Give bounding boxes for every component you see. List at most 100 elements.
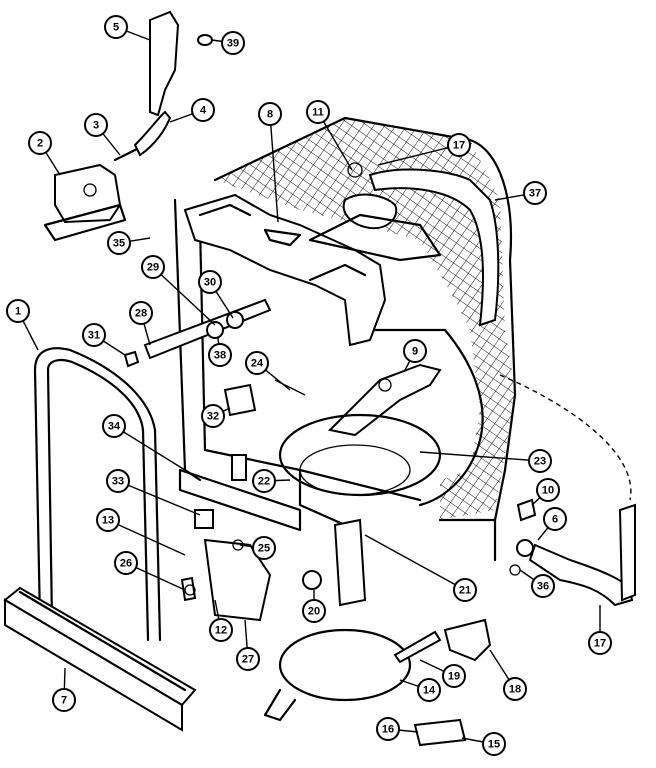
callout-bubble: [543, 507, 567, 531]
callout-number: 13: [102, 515, 114, 527]
callout-15: 15: [482, 732, 506, 756]
callout-23: 23: [528, 449, 552, 473]
callout-36: 36: [531, 574, 555, 598]
callout-bubble: [482, 732, 506, 756]
callout-bubble: [252, 469, 276, 493]
callout-number: 30: [204, 277, 216, 289]
callout-bubble: [245, 351, 269, 375]
callout-4: 4: [191, 98, 215, 122]
kick-plate: [3, 586, 197, 732]
callout-bubble: [106, 469, 130, 493]
callout-bubble: [82, 323, 106, 347]
callout-number: 22: [258, 476, 270, 488]
callout-39: 39: [221, 31, 245, 55]
callout-28: 28: [129, 301, 153, 325]
callout-number: 37: [529, 188, 541, 200]
callout-number: 24: [251, 358, 264, 370]
drain-hose: [499, 374, 636, 607]
callout-number: 31: [88, 330, 100, 342]
callout-number: 33: [112, 476, 124, 488]
callout-24: 24: [245, 351, 269, 375]
callout-32: 32: [201, 404, 225, 428]
lower-spray-arm: [278, 363, 442, 497]
callout-bubble: [403, 339, 427, 363]
callout-number: 10: [542, 485, 554, 497]
callout-2: 2: [28, 131, 52, 155]
callout-bubble: [208, 343, 232, 367]
callout-number: 12: [215, 625, 227, 637]
callout-1: 1: [6, 299, 30, 323]
callout-number: 17: [594, 638, 606, 650]
callout-21: 21: [453, 578, 477, 602]
callout-38: 38: [208, 343, 232, 367]
callout-number: 26: [120, 558, 132, 570]
callout-33: 33: [106, 469, 130, 493]
callout-number: 7: [61, 695, 67, 707]
callout-31: 31: [82, 323, 106, 347]
callout-bubble: [114, 551, 138, 575]
callout-number: 1: [15, 306, 21, 318]
callout-leader: [269, 113, 279, 223]
front-bracket: [178, 468, 302, 622]
callout-leader: [152, 266, 216, 326]
callout-bubble: [302, 599, 326, 623]
callout-bubble: [201, 404, 225, 428]
callout-22: 22: [252, 469, 276, 493]
callout-bubble: [306, 100, 330, 124]
callout-number: 20: [308, 606, 320, 618]
callout-bubble: [258, 102, 282, 126]
callout-bubble: [252, 536, 276, 560]
callout-bubble: [104, 15, 128, 39]
callout-number: 2: [37, 138, 43, 150]
callout-5: 5: [104, 15, 128, 39]
callout-bubble: [102, 414, 126, 438]
inlet-valve-assembly: [43, 10, 213, 242]
callout-leader: [419, 451, 541, 462]
callout-14: 14: [417, 678, 441, 702]
callout-number: 9: [412, 346, 418, 358]
callout-number: 3: [93, 120, 99, 132]
callout-26: 26: [114, 551, 138, 575]
callout-bubble: [536, 478, 560, 502]
callout-number: 34: [108, 421, 121, 433]
callout-3: 3: [84, 113, 108, 137]
callout-number: 16: [382, 724, 394, 736]
callout-number: 25: [258, 543, 270, 555]
callout-leader: [113, 425, 186, 471]
callout-leader: [107, 519, 186, 556]
callout-17: 17: [588, 631, 612, 655]
callout-8: 8: [258, 102, 282, 126]
callout-bubble: [107, 231, 131, 255]
callout-9: 9: [403, 339, 427, 363]
callout-number: 23: [534, 456, 546, 468]
callout-10: 10: [536, 478, 560, 502]
callout-number: 19: [448, 671, 460, 683]
pump-assembly: [263, 518, 492, 747]
callout-27: 27: [236, 647, 260, 671]
callout-bubble: [453, 578, 477, 602]
callout-17: 17: [447, 133, 471, 157]
callout-bubble: [447, 133, 471, 157]
callout-bubble: [236, 647, 260, 671]
callout-bubble: [209, 618, 233, 642]
callout-bubble: [141, 255, 165, 279]
callout-leader: [117, 480, 201, 516]
callout-bubble: [198, 270, 222, 294]
callout-16: 16: [376, 717, 400, 741]
callout-13: 13: [96, 508, 120, 532]
callout-bubble: [129, 301, 153, 325]
callout-bubble: [588, 631, 612, 655]
center-components: [223, 379, 306, 481]
callout-35: 35: [107, 231, 131, 255]
callout-bubble: [52, 688, 76, 712]
callout-number: 27: [242, 654, 254, 666]
callout-bubble: [96, 508, 120, 532]
callout-leader: [364, 534, 466, 591]
callout-bubble: [531, 574, 555, 598]
callout-number: 8: [267, 109, 273, 121]
callout-number: 35: [113, 238, 125, 250]
callout-number: 6: [552, 514, 558, 526]
callout-bubble: [376, 717, 400, 741]
